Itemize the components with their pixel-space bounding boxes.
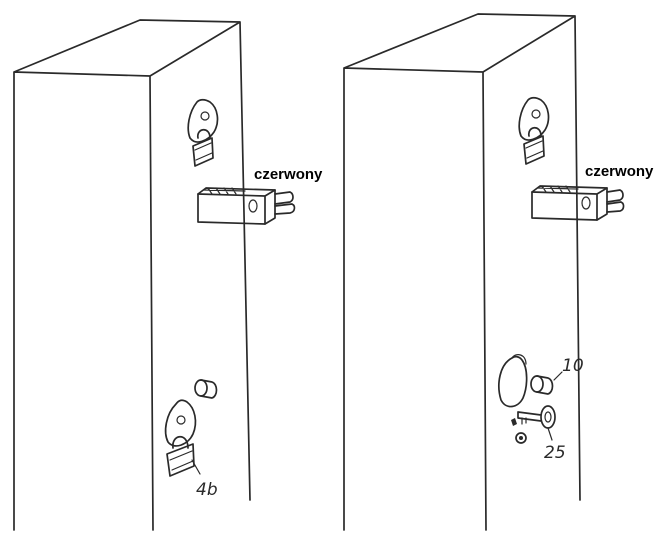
right-post: czerwony 10 25	[343, 13, 654, 531]
right-key	[511, 405, 556, 444]
left-strap	[197, 187, 296, 225]
left-lower-padlock	[164, 399, 201, 477]
left-post: czerwony 4b	[13, 19, 323, 531]
right-part-label-a: 10	[562, 356, 584, 376]
left-upper-padlock	[187, 98, 219, 167]
right-upper-padlock	[518, 96, 550, 165]
left-lock-label: 4b	[196, 480, 218, 500]
right-strap-label: czerwony	[585, 163, 654, 180]
left-lower-pin	[194, 379, 218, 399]
right-part-label-b: 25	[544, 443, 566, 463]
right-post-outline	[343, 13, 581, 531]
left-post-outline	[13, 19, 251, 531]
right-pin	[530, 371, 563, 395]
right-strap	[531, 185, 625, 221]
right-lower-plate	[498, 354, 528, 408]
left-strap-label: czerwony	[254, 166, 323, 183]
